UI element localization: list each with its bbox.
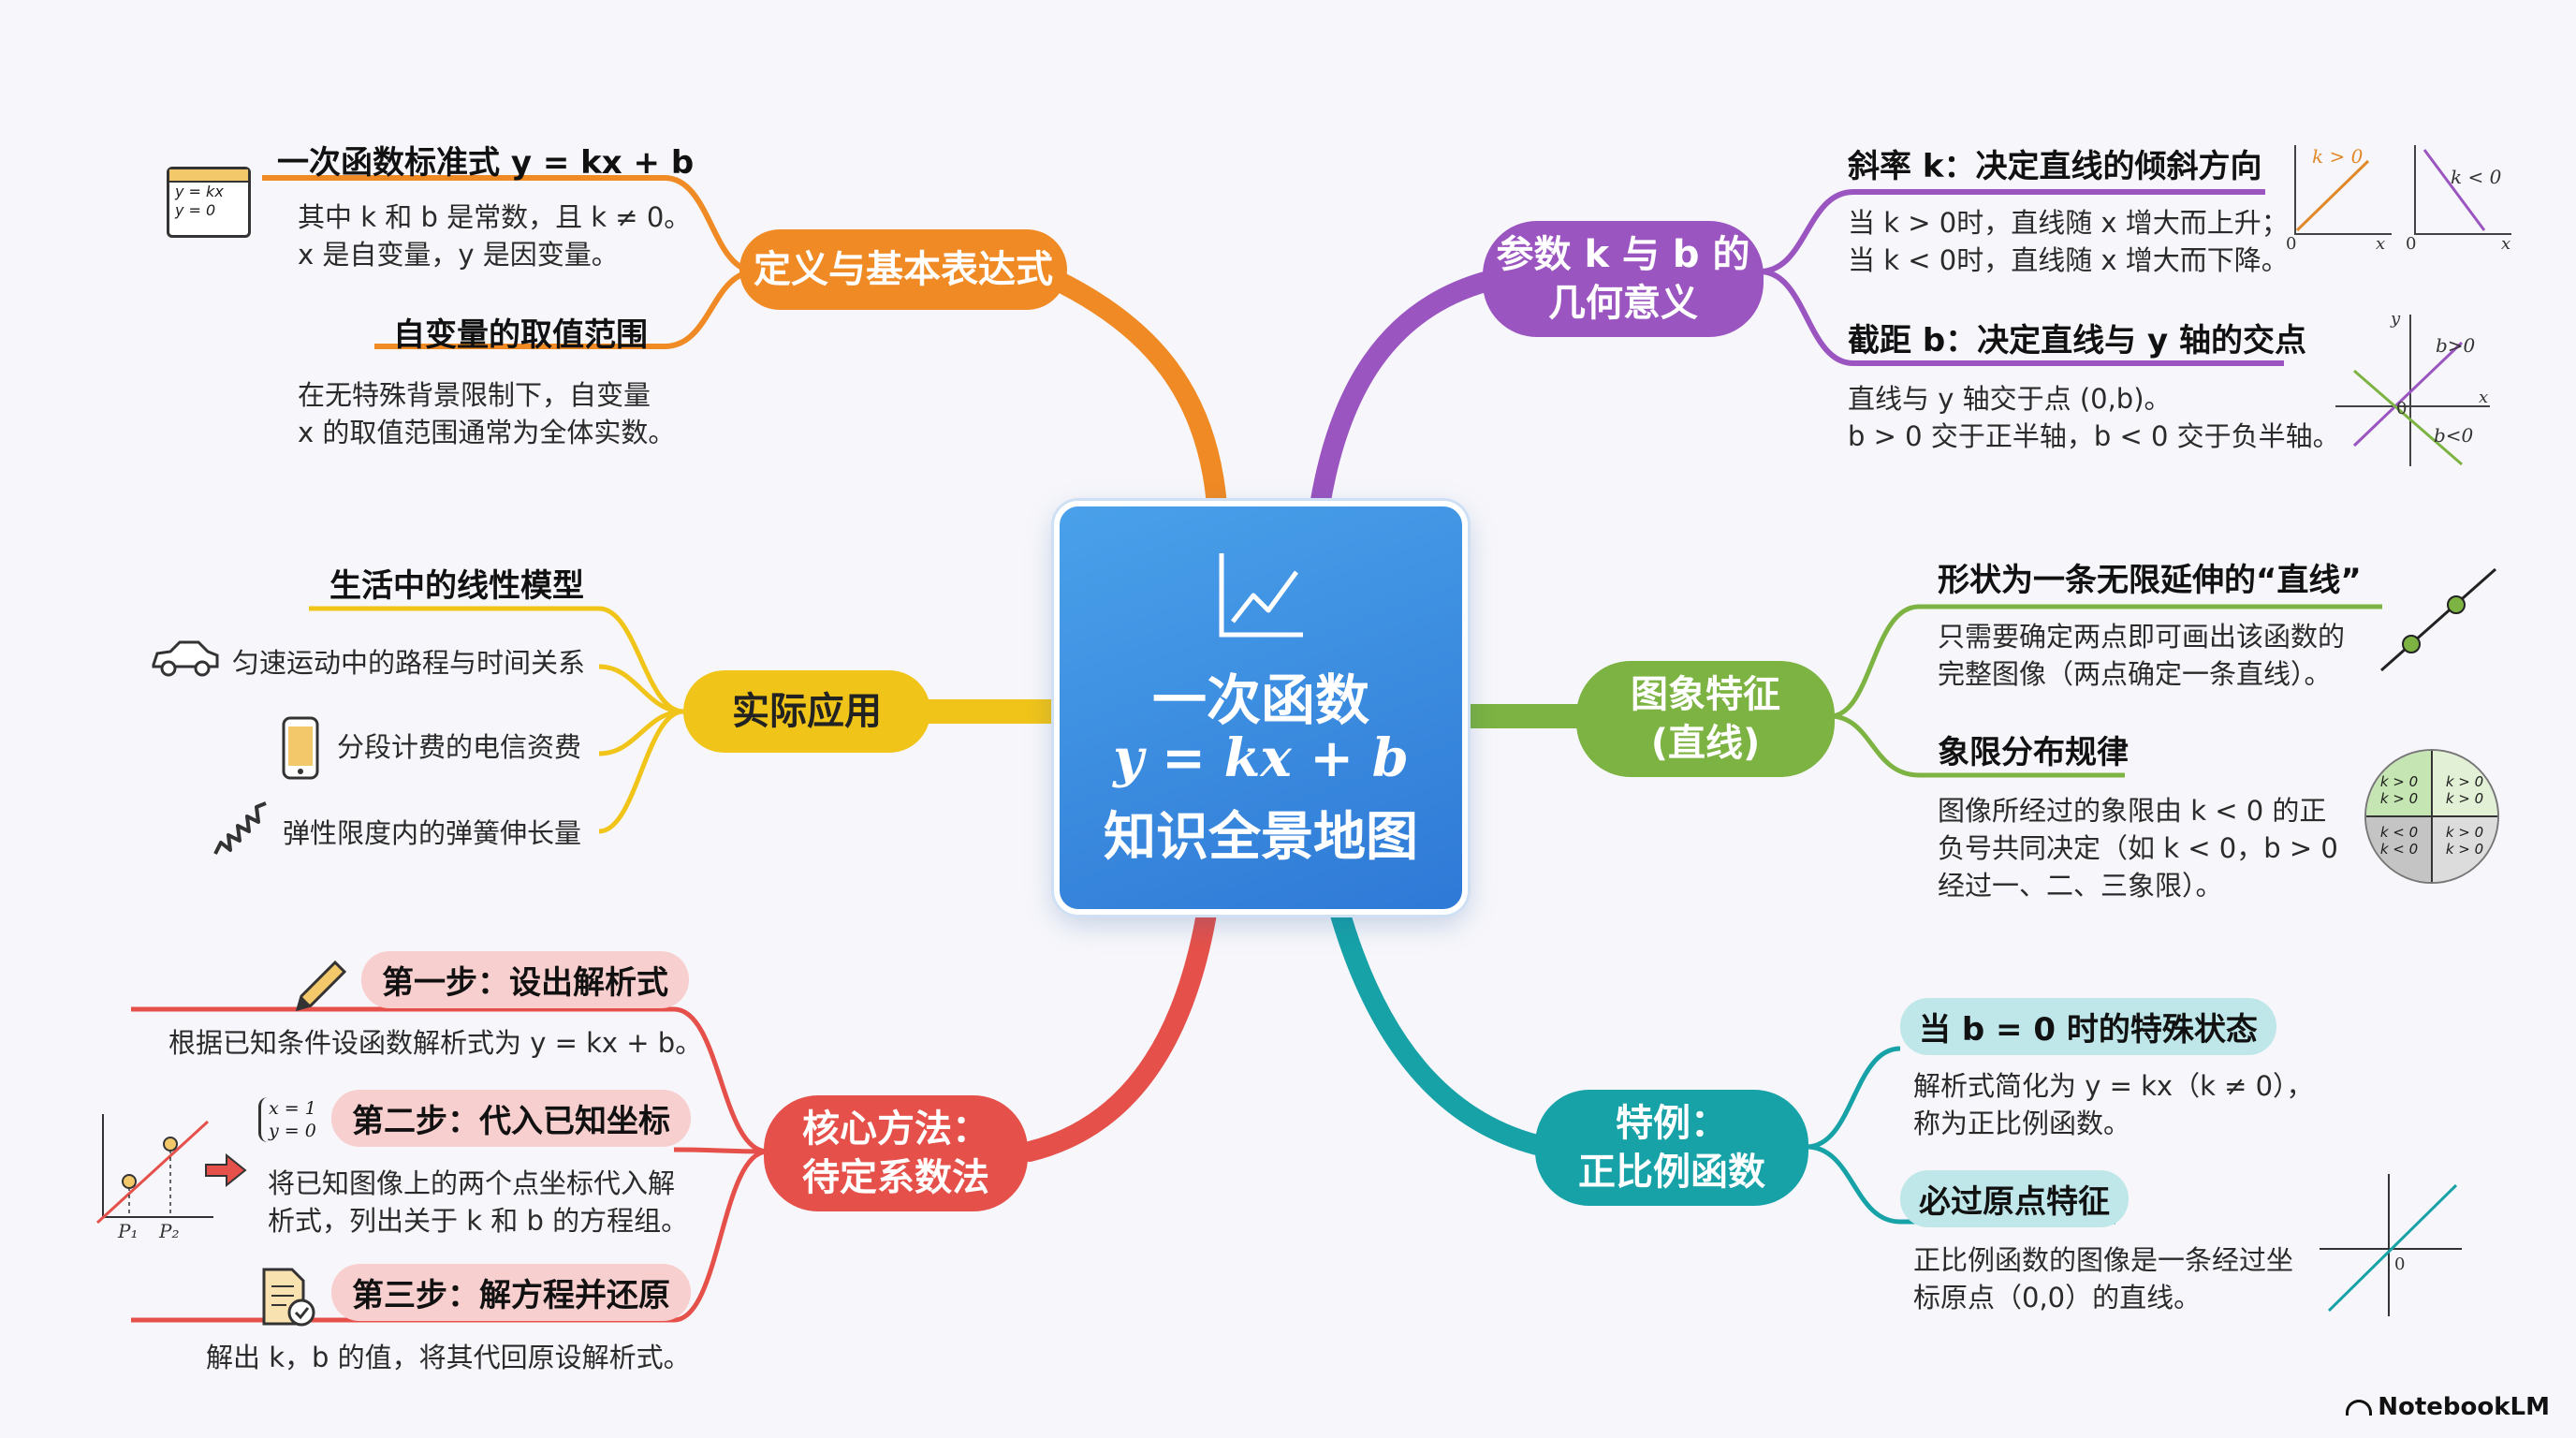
graph-item2-line2: 负号共同决定（如 k < 0，b > 0: [1938, 832, 2338, 864]
svg-text:b<0: b<0: [2434, 424, 2474, 447]
branch-special[interactable]: 特例： 正比例函数: [1535, 1090, 1808, 1206]
document-check-icon: [262, 1268, 315, 1327]
equation-system: x = 1 y = 0: [258, 1097, 316, 1142]
graph-item1-title: 形状为一条无限延伸的“直线”: [1938, 562, 2362, 599]
two-points-graph: P₁ P₂: [95, 1114, 213, 1240]
branch-parameters-label-l1: 参数 k 与 b 的: [1496, 233, 1750, 276]
application-item-1: 匀速运动中的路程与时间关系: [232, 647, 586, 679]
center-formula: y = kx + b: [1113, 727, 1409, 789]
svg-text:0: 0: [2394, 1255, 2405, 1274]
definition-item2-line1: 在无特殊背景限制下，自变量: [298, 379, 651, 411]
graph-item1-line1: 只需要确定两点即可画出该函数的: [1938, 621, 2346, 653]
method-step2-line1: 将已知图像上的两个点坐标代入解: [268, 1167, 676, 1199]
special-item2-title: 必过原点特征: [1900, 1170, 2129, 1227]
parameters-item2-line2: b > 0 交于正半轴，b < 0 交于负半轴。: [1848, 420, 2340, 452]
branch-graph[interactable]: 图象特征 (直线): [1576, 661, 1835, 777]
application-item-3: 弹性限度内的弹簧伸长量: [283, 817, 582, 849]
definition-item2-line2: x 的取值范围通常为全体实数。: [298, 417, 676, 448]
arrow-right-icon: [205, 1153, 247, 1187]
method-step3: 第三步：解方程并还原: [331, 1264, 691, 1321]
parameters-item1-line1: 当 k > 0时，直线随 x 增大而上升；: [1848, 207, 2289, 239]
special-item2-line2: 标原点（0,0）的直线。: [1913, 1282, 2202, 1313]
center-subtitle: 知识全景地图: [1104, 807, 1418, 868]
method-step3-text: 解出 k，b 的值，将其代回原设解析式。: [206, 1342, 691, 1373]
spring-icon: [213, 801, 267, 855]
parameters-item1-title: 斜率 k：决定直线的倾斜方向: [1848, 148, 2262, 185]
branch-method-label-l1: 核心方法：: [802, 1108, 989, 1151]
branch-application[interactable]: 实际应用: [683, 670, 930, 753]
special-item1-line1: 解析式简化为 y = kx（k ≠ 0），: [1913, 1070, 2314, 1102]
svg-text:x: x: [2479, 388, 2488, 407]
special-item1-line2: 称为正比例函数。: [1913, 1108, 2131, 1139]
svg-text:P₂: P₂: [158, 1220, 179, 1240]
car-icon: [152, 640, 219, 677]
method-step2: 第二步：代入已知坐标: [331, 1090, 691, 1147]
svg-text:k > 0: k > 0: [2312, 145, 2364, 168]
graph-item2-line1: 图像所经过的象限由 k < 0 的正: [1938, 795, 2327, 827]
center-title: 一次函数: [1151, 668, 1369, 732]
parameters-item2-title: 截距 b：决定直线与 y 轴的交点: [1848, 322, 2307, 360]
application-title: 生活中的线性模型: [329, 567, 584, 605]
parameters-item2-line1: 直线与 y 轴交于点 (0,b)。: [1848, 383, 2172, 415]
svg-text:0: 0: [2396, 399, 2407, 418]
graph-item1-line2: 完整图像（两点确定一条直线）。: [1938, 658, 2332, 690]
notebooklm-logo: NotebookLM: [2346, 1393, 2550, 1421]
graph-item2-title: 象限分布规律: [1938, 734, 2129, 771]
parameters-item1-line2: 当 k < 0时，直线随 x 增大而下降。: [1848, 244, 2289, 276]
branch-definition-label: 定义与基本表达式: [754, 248, 1053, 291]
svg-text:k < 0: k < 0: [2451, 166, 2502, 188]
quadrant-diagram: k > 0 k > 0 k > 0 k > 0 k < 0 k < 0 k > …: [2364, 749, 2499, 884]
svg-text:0: 0: [2406, 234, 2416, 253]
svg-text:x: x: [2501, 234, 2510, 253]
branch-graph-label-l2: (直线): [1650, 722, 1761, 765]
origin-line-graph: 0: [2320, 1174, 2462, 1316]
branch-definition[interactable]: 定义与基本表达式: [739, 229, 1067, 310]
special-item2-line1: 正比例函数的图像是一条经过坐: [1913, 1244, 2294, 1276]
branch-parameters-label-l2: 几何意义: [1548, 282, 1698, 325]
definition-item1-title: 一次函数标准式 y = kx + b: [277, 144, 695, 182]
definition-item1-line1: 其中 k 和 b 是常数，且 k ≠ 0。: [298, 201, 692, 233]
phone-icon: [282, 716, 319, 780]
svg-text:0: 0: [2286, 234, 2296, 253]
application-item-2: 分段计费的电信资费: [337, 731, 582, 763]
branch-special-label-l2: 正比例函数: [1578, 1151, 1765, 1194]
center-node[interactable]: 一次函数 y = kx + b 知识全景地图: [1054, 501, 1468, 915]
graph-item2-line3: 经过一、二、三象限）。: [1938, 870, 2223, 902]
definition-item1-line2: x 是自变量，y 是因变量。: [298, 239, 619, 271]
definition-item2-title: 自变量的取值范围: [393, 316, 648, 354]
equation-window-icon: y = kx y = 0: [167, 167, 251, 238]
two-point-line-graphic: [2380, 567, 2496, 672]
branch-application-label: 实际应用: [732, 690, 882, 733]
svg-text:y: y: [2390, 309, 2401, 329]
branch-parameters[interactable]: 参数 k 与 b 的 几何意义: [1483, 221, 1764, 337]
method-step1: 第一步：设出解析式: [361, 951, 689, 1008]
pencil-icon: [295, 960, 347, 1012]
slope-positive-graph: k > 0 0 x: [2286, 145, 2392, 253]
slope-negative-graph: k < 0 0 x: [2406, 145, 2511, 253]
svg-text:x: x: [2376, 234, 2385, 253]
line-chart-icon: [1219, 553, 1303, 638]
special-item1-title: 当 b = 0 时的特殊状态: [1900, 998, 2276, 1055]
branch-graph-label-l1: 图象特征: [1631, 673, 1780, 716]
intercept-graph: y b>0 0 x b<0: [2335, 309, 2490, 466]
method-step2-line2: 析式，列出关于 k 和 b 的方程组。: [268, 1205, 689, 1237]
svg-text:P₁: P₁: [117, 1220, 138, 1240]
method-step1-text: 根据已知条件设函数解析式为 y = kx + b。: [168, 1027, 703, 1059]
branch-special-label-l1: 特例：: [1616, 1102, 1728, 1145]
svg-text:b>0: b>0: [2436, 334, 2476, 357]
branch-method-label-l2: 待定系数法: [802, 1156, 989, 1199]
branch-method[interactable]: 核心方法： 待定系数法: [764, 1095, 1028, 1211]
notebooklm-icon: [2346, 1400, 2373, 1416]
